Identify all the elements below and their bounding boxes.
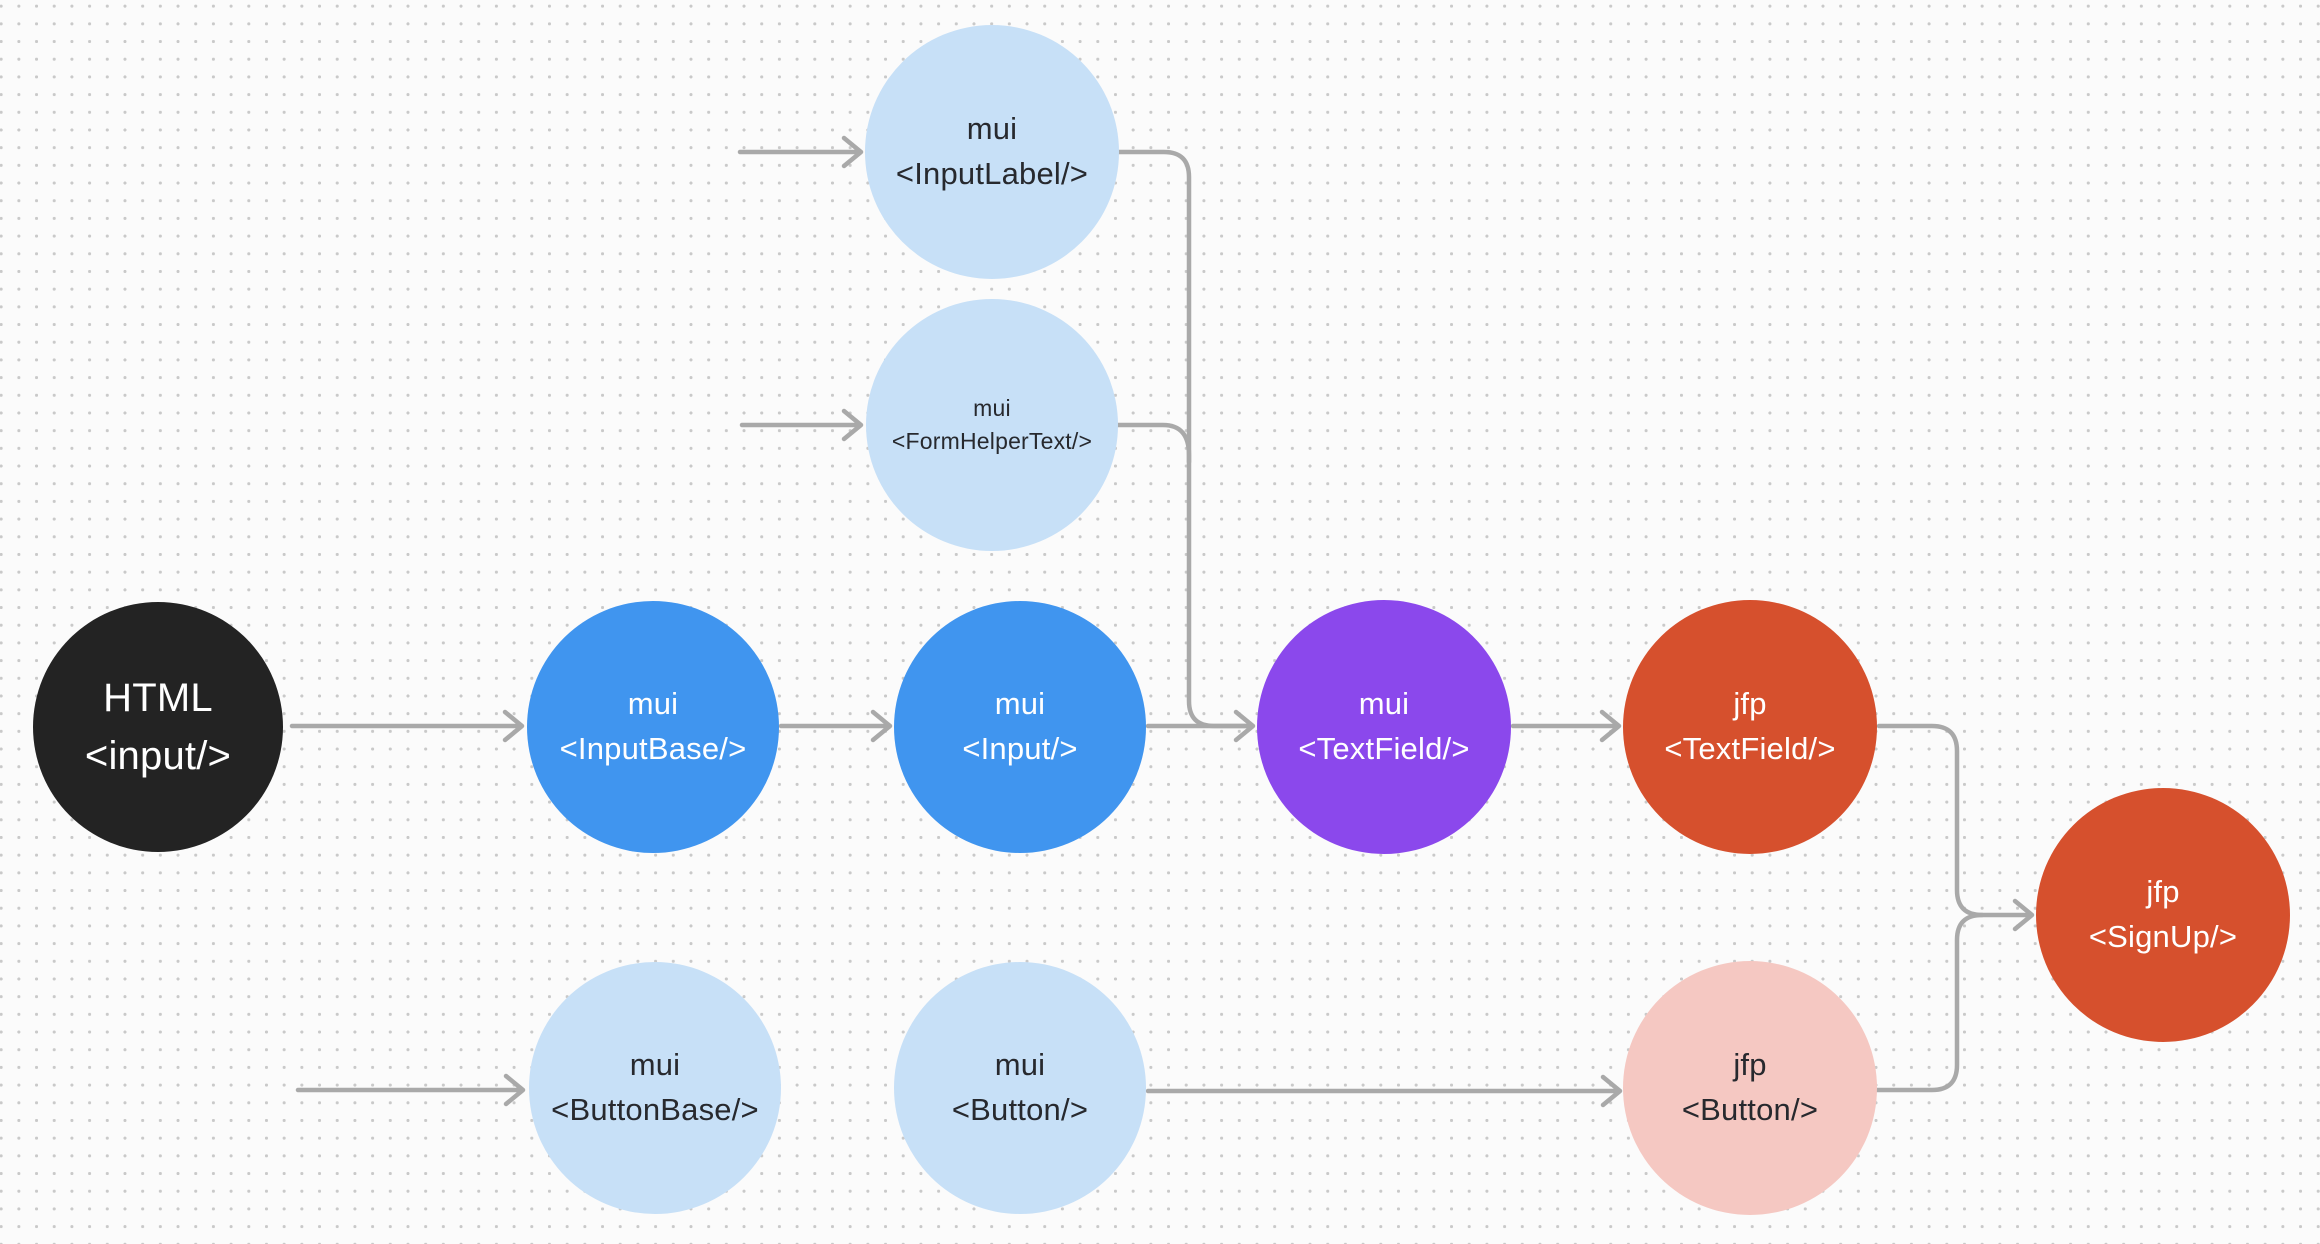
node-mui-formhelpertext[interactable]: mui <FormHelperText/> [866,299,1118,551]
node-label-line1: mui [1358,686,1410,722]
node-mui-inputlabel[interactable]: mui <InputLabel/> [865,25,1119,279]
node-label-line2: <TextField/> [1298,731,1470,766]
node-label-line1: jfp [1733,686,1767,722]
node-mui-inputbase[interactable]: mui <InputBase/> [527,601,779,853]
node-label-line2: <input/> [84,734,232,778]
node-label-line2: <InputBase/> [559,731,747,766]
node-jfp-textfield[interactable]: jfp <TextField/> [1623,600,1877,854]
edge-textfield-to-jfp-textfield[interactable] [1510,709,1622,743]
edge-arrow-into-buttonbase[interactable] [295,1073,526,1107]
node-label-line2: <Button/> [951,1092,1089,1127]
node-label-line1: mui [627,686,679,722]
node-label-line1: mui [629,1047,681,1083]
node-mui-input[interactable]: mui <Input/> [894,601,1146,853]
node-label-line2: <FormHelperText/> [891,428,1093,454]
edge-arrow-into-formhelpertext[interactable] [739,408,864,442]
edge-formhelpertext-to-textfield[interactable] [1115,422,1192,465]
node-label-line1: mui [994,1047,1046,1083]
node-label-line2: <TextField/> [1664,731,1836,766]
node-html-input[interactable]: HTML <input/> [33,602,283,852]
node-mui-textfield[interactable]: mui <TextField/> [1257,600,1511,854]
node-jfp-button[interactable]: jfp <Button/> [1623,961,1877,1215]
node-label-line1: mui [994,686,1046,722]
node-label-line1: HTML [103,676,213,720]
edge-jfp-button-to-signup[interactable] [1874,912,1985,1093]
node-label-line2: <Input/> [962,731,1078,766]
node-mui-button[interactable]: mui <Button/> [894,962,1146,1214]
node-label-line1: mui [973,394,1011,421]
node-label-line2: <ButtonBase/> [551,1092,759,1127]
edge-jfp-textfield-to-signup[interactable] [1876,723,2035,932]
node-label-line1: jfp [1733,1047,1767,1083]
edge-html-input-to-inputbase[interactable] [289,709,525,743]
node-label-line1: jfp [2146,874,2180,910]
node-mui-buttonbase[interactable]: mui <ButtonBase/> [529,962,781,1214]
node-jfp-signup[interactable]: jfp <SignUp/> [2036,788,2290,1042]
edge-inputbase-to-input[interactable] [778,709,893,743]
edge-inputlabel-to-textfield[interactable] [1115,149,1249,729]
node-label-line1: mui [966,111,1018,147]
node-label-line2: <Button/> [1681,1092,1819,1127]
edge-button-to-jfp-button[interactable] [1145,1074,1623,1108]
node-label-line2: <InputLabel/> [895,156,1089,191]
edge-arrow-into-inputlabel[interactable] [737,135,864,169]
node-label-line2: <SignUp/> [2088,919,2238,954]
